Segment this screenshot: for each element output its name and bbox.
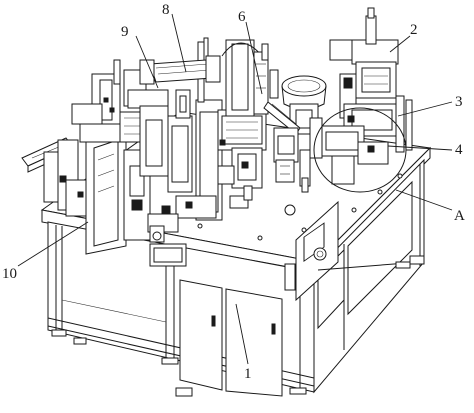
- callout-4: 4: [455, 142, 463, 158]
- callout-10: 10: [2, 266, 17, 282]
- leader-lines: [17, 13, 453, 365]
- callout-9: 9: [121, 24, 129, 40]
- door-left: [179, 279, 223, 391]
- left-conveyor: [21, 137, 95, 217]
- central-stations: [139, 37, 279, 243]
- door-middle: [225, 288, 283, 397]
- detail-circle-a: [313, 107, 407, 193]
- callout-8: 8: [162, 2, 170, 18]
- callout-3: 3: [455, 94, 463, 110]
- tabletop-details: [149, 173, 403, 267]
- callout-6: 6: [238, 9, 246, 25]
- callout-labels: 1 2 3 4 6 8 9 10 A: [2, 2, 465, 382]
- right-feeder-assembly: [263, 7, 413, 193]
- callout-2: 2: [410, 22, 418, 38]
- callout-1: 1: [244, 366, 252, 382]
- callout-a: A: [454, 208, 465, 224]
